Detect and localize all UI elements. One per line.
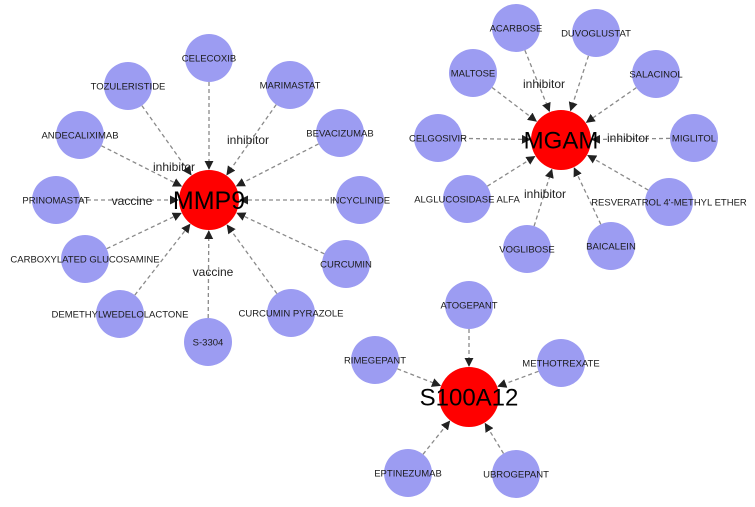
edge-methotrexate-to-s100a12 bbox=[497, 370, 539, 388]
edge-celgosivir-to-mgam bbox=[461, 134, 531, 144]
edge-duvoglustat-to-mgam bbox=[568, 55, 590, 112]
target-nodes-layer bbox=[179, 110, 591, 427]
target-node-mmp9[interactable] bbox=[179, 170, 239, 230]
edge-baicalein-to-mgam bbox=[573, 167, 602, 225]
edge-acarbose-to-mgam bbox=[524, 50, 551, 113]
drug-label-duvoglustat: DUVOGLUSTAT bbox=[561, 29, 631, 40]
edge-curcumin-pyrazole-to-mmp9 bbox=[226, 224, 278, 294]
drug-label-resveratrol-4-methyl-ether: RESVERATROL 4'-METHYL ETHER bbox=[591, 198, 747, 209]
drug-node-s-3304[interactable] bbox=[184, 318, 232, 366]
drug-label-celgosivir: CELGOSIVIR bbox=[409, 134, 467, 145]
drug-node-bevacizumab[interactable] bbox=[316, 109, 364, 157]
edge-marimastat-to-mmp9 bbox=[226, 104, 277, 176]
drug-label-curcumin-pyrazole: CURCUMIN PYRAZOLE bbox=[238, 309, 343, 320]
drug-label-bevacizumab: BEVACIZUMAB bbox=[306, 129, 373, 140]
drug-node-alglucosidase-alfa[interactable] bbox=[443, 175, 491, 223]
drug-node-curcumin[interactable] bbox=[322, 240, 370, 288]
drug-label-atogepant: ATOGEPANT bbox=[440, 301, 497, 312]
edge-label-marimastat-inhibitor: inhibitor bbox=[227, 133, 269, 147]
drug-label-voglibose: VOGLIBOSE bbox=[499, 245, 554, 256]
target-node-mgam[interactable] bbox=[531, 110, 591, 170]
target-node-s100a12[interactable] bbox=[439, 367, 499, 427]
drug-node-salacinol[interactable] bbox=[632, 50, 680, 98]
edge-rimegepant-to-s100a12 bbox=[397, 368, 442, 387]
edges-layer bbox=[80, 50, 671, 455]
drug-nodes-layer bbox=[32, 4, 718, 498]
drug-label-maltose: MALTOSE bbox=[451, 69, 496, 80]
drug-node-atogepant[interactable] bbox=[445, 281, 493, 329]
target-label-s100a12: S100A12 bbox=[420, 385, 519, 412]
drug-label-andecaliximab: ANDECALIXIMAB bbox=[41, 131, 118, 142]
drug-node-celgosivir[interactable] bbox=[414, 114, 462, 162]
drug-node-incyclinide[interactable] bbox=[336, 176, 384, 224]
edge-salacinol-to-mgam bbox=[585, 87, 637, 123]
drug-label-curcumin: CURCUMIN bbox=[320, 260, 372, 271]
drug-node-rimegepant[interactable] bbox=[351, 336, 399, 384]
edge-label-s-3304-vaccine: vaccine bbox=[193, 265, 234, 279]
drug-label-prinomastat: PRINOMASTAT bbox=[22, 196, 89, 207]
drug-label-marimastat: MARIMASTAT bbox=[260, 81, 321, 92]
drug-node-tozuleristide[interactable] bbox=[104, 62, 152, 110]
drug-label-rimegepant: RIMEGEPANT bbox=[344, 356, 406, 367]
edge-miglitol-to-mgam bbox=[591, 134, 671, 144]
edge-label-andecaliximab-inhibitor: inhibitor bbox=[153, 160, 195, 174]
drug-node-eptinezumab[interactable] bbox=[384, 449, 432, 497]
drug-label-carboxylated-glucosamine: CARBOXYLATED GLUCOSAMINE bbox=[10, 255, 159, 266]
drug-node-resveratrol-4-methyl-ether[interactable] bbox=[645, 178, 693, 226]
edge-alglucosidase-alfa-to-mgam bbox=[486, 155, 536, 187]
drug-node-baicalein[interactable] bbox=[587, 222, 635, 270]
edge-carboxylated-glucosamine-to-mmp9 bbox=[106, 212, 182, 250]
edge-label-voglibose-inhibitor: inhibitor bbox=[524, 187, 566, 201]
drug-node-celecoxib[interactable] bbox=[185, 34, 233, 82]
drug-node-voglibose[interactable] bbox=[503, 225, 551, 273]
edge-eptinezumab-to-s100a12 bbox=[422, 420, 451, 455]
edge-curcumin-to-mmp9 bbox=[236, 212, 325, 255]
drug-node-marimastat[interactable] bbox=[266, 61, 314, 109]
edge-voglibose-to-mgam bbox=[533, 168, 554, 227]
edge-label-miglitol-inhibitor: inhibitor bbox=[607, 131, 649, 145]
drug-label-miglitol: MIGLITOL bbox=[672, 134, 716, 145]
drug-node-prinomastat[interactable] bbox=[32, 176, 80, 224]
drug-node-acarbose[interactable] bbox=[492, 4, 540, 52]
edge-resveratrol-4-methyl-ether-to-mgam bbox=[587, 154, 649, 191]
drug-label-ubrogepant: UBROGEPANT bbox=[483, 470, 549, 481]
drug-node-carboxylated-glucosamine[interactable] bbox=[61, 235, 109, 283]
labels-layer: CELECOXIB MARIMASTAT BEVACIZUMAB INCYCLINID… bbox=[10, 24, 747, 481]
drug-label-salacinol: SALACINOL bbox=[629, 70, 682, 81]
drug-label-alglucosidase-alfa: ALGLUCOSIDASE ALFA bbox=[414, 195, 520, 206]
edge-bevacizumab-to-mmp9 bbox=[235, 143, 319, 187]
drug-label-baicalein: BAICALEIN bbox=[586, 242, 636, 253]
edge-tozuleristide-to-mmp9 bbox=[141, 105, 192, 176]
drug-label-tozuleristide: TOZULERISTIDE bbox=[91, 82, 166, 93]
drug-label-methotrexate: METHOTREXATE bbox=[522, 359, 599, 370]
drug-node-andecaliximab[interactable] bbox=[56, 111, 104, 159]
edge-label-acarbose-inhibitor: inhibitor bbox=[523, 77, 565, 91]
drug-label-demethylwedelolactone: DEMETHYLWEDELOLACTONE bbox=[52, 310, 189, 321]
drug-node-duvoglustat[interactable] bbox=[572, 9, 620, 57]
edge-s-3304-to-mmp9 bbox=[204, 230, 214, 319]
target-label-mmp9: MMP9 bbox=[173, 187, 245, 215]
drug-label-eptinezumab: EPTINEZUMAB bbox=[374, 469, 442, 480]
edge-demethylwedelolactone-to-mmp9 bbox=[134, 223, 191, 296]
drug-node-miglitol[interactable] bbox=[670, 114, 718, 162]
drug-label-acarbose: ACARBOSE bbox=[490, 24, 543, 35]
drug-node-curcumin-pyrazole[interactable] bbox=[267, 289, 315, 337]
drug-label-incyclinide: INCYCLINIDE bbox=[330, 196, 390, 207]
drug-node-demethylwedelolactone[interactable] bbox=[96, 290, 144, 338]
drug-label-celecoxib: CELECOXIB bbox=[182, 54, 236, 65]
target-label-mgam: MGAM bbox=[524, 128, 599, 155]
edge-maltose-to-mgam bbox=[491, 86, 538, 122]
edge-ubrogepant-to-s100a12 bbox=[484, 422, 505, 454]
drug-node-ubrogepant[interactable] bbox=[492, 450, 540, 498]
drug-node-maltose[interactable] bbox=[449, 49, 497, 97]
drug-node-methotrexate[interactable] bbox=[537, 339, 585, 387]
drug-label-s-3304: S-3304 bbox=[193, 338, 224, 349]
edge-label-prinomastat-vaccine: vaccine bbox=[112, 194, 153, 208]
edge-andecaliximab-to-mmp9 bbox=[101, 145, 183, 187]
